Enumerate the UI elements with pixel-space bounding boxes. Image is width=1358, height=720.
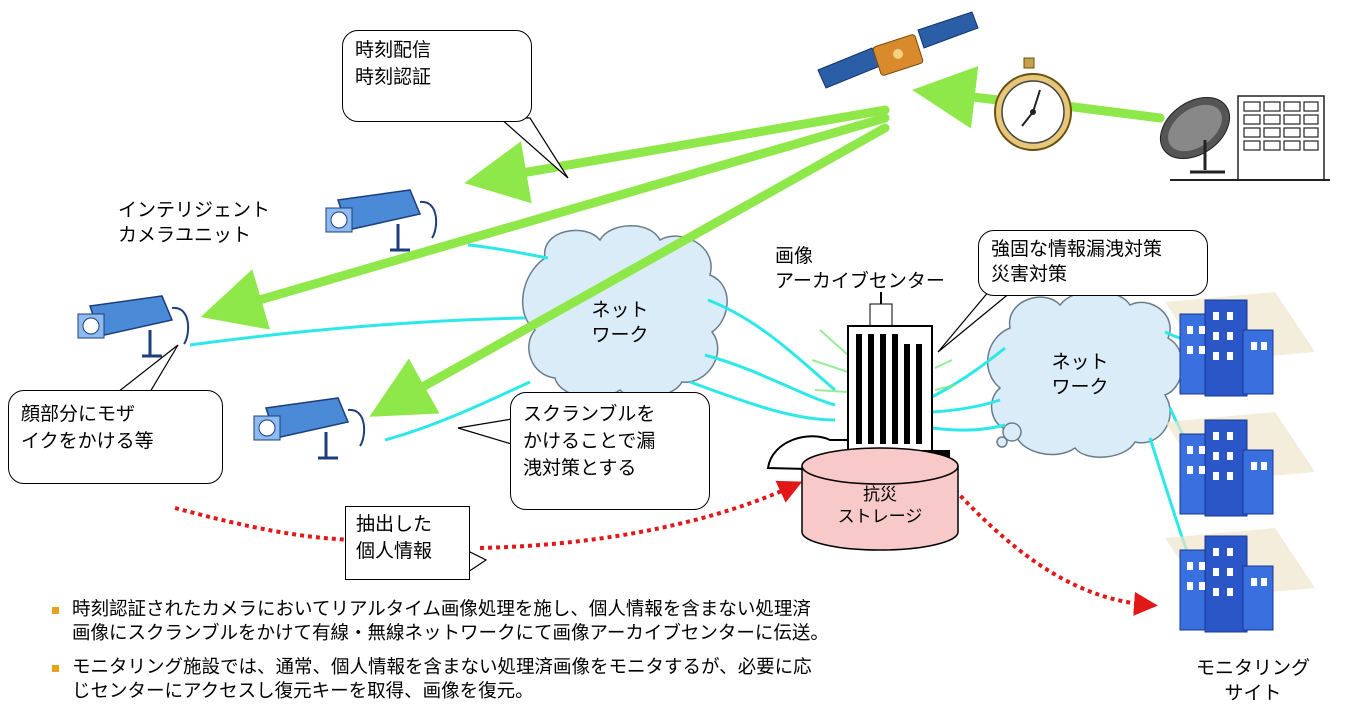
camera-icon-left [77,295,190,358]
network-right-label: ネット ワーク [1051,351,1109,398]
archive-center-building-icon [766,292,956,475]
monitoring-building-icons [1165,292,1315,633]
satellite-icon [817,11,979,89]
antenna-station-icon [1159,95,1330,181]
archive-center-label: 画像 アーカイブセンター [775,245,945,292]
mosaic-callout: 顔部分にモザ イクをかける等 [8,390,223,484]
monitoring-site-label: モニタリング サイト [1195,657,1310,704]
bullet-item: 時刻認証されたカメラにおいてリアルタイム画像処理を施し、個人情報を含まない処理済… [52,598,1052,646]
security-callout: 強固な情報漏洩対策 災害対策 [978,230,1208,296]
extracted-info-note: 抽出した 個人情報 [345,506,470,580]
scramble-callout: スクランブルを かけることで漏 洩対策とする [510,392,710,510]
storage-cylinder-icon [801,447,959,551]
personal-info-flow [174,480,1158,616]
camera-icon-top [325,189,438,252]
storage-label: 抗災 ストレージ [837,485,923,527]
time-service-callout: 時刻配信 時刻認証 [342,30,532,122]
stopwatch-icon [994,57,1072,151]
camera-icon-bottom [253,397,366,460]
camera-unit-label: インテリジェント カメラユニット [118,199,271,246]
network-left-label: ネット ワーク [591,299,649,346]
bullet-icon [52,607,59,614]
bullet-icon [52,665,59,672]
bullet-item: モニタリング施設では、通常、個人情報を含まない処理済画像をモニタするが、必要に応… [52,656,1052,704]
description-bullets: 時刻認証されたカメラにおいてリアルタイム画像処理を施し、個人情報を含まない処理済… [52,598,1052,714]
